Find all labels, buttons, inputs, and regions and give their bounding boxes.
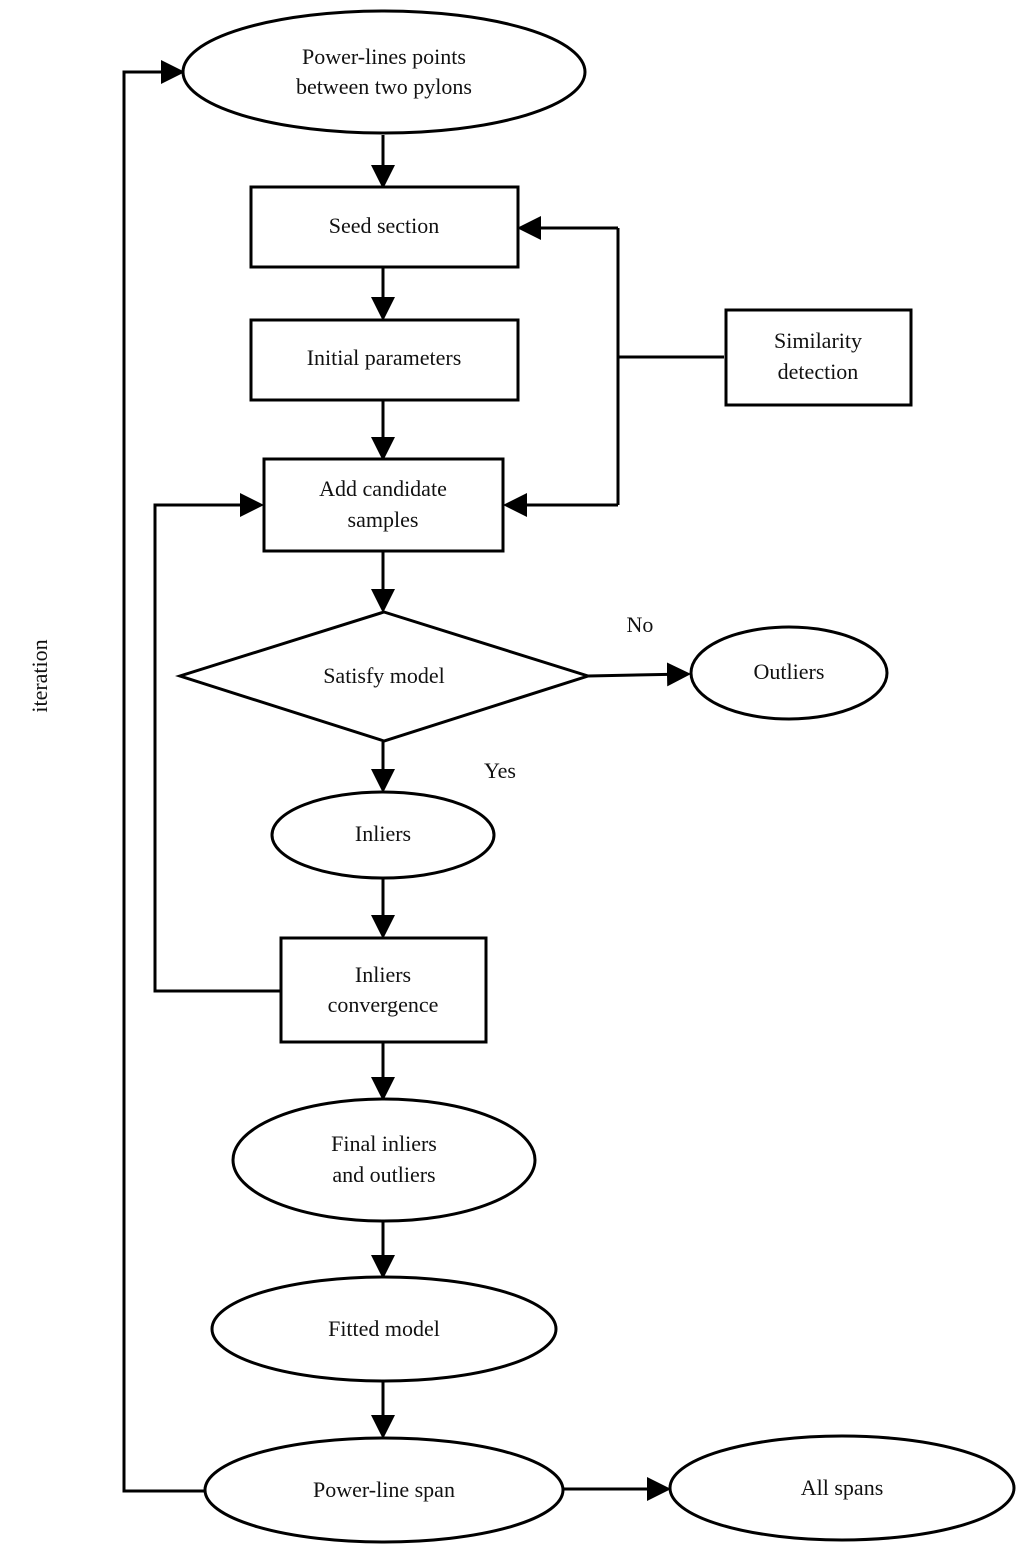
node-powerlines-points: Power-lines points between two pylons bbox=[181, 9, 587, 135]
similarity-detection-line2: detection bbox=[778, 359, 859, 384]
node-powerline-span: Power-line span bbox=[203, 1436, 565, 1544]
edge-label-no: No bbox=[627, 612, 654, 637]
add-candidate-line1: Add candidate bbox=[319, 476, 447, 501]
node-inliers: Inliers bbox=[270, 790, 496, 880]
inliers-label: Inliers bbox=[355, 821, 411, 846]
node-satisfy-model: Satisfy model bbox=[175, 610, 593, 743]
node-final-inliers-outliers: Final inliers and outliers bbox=[231, 1097, 537, 1223]
edge-label-yes: Yes bbox=[484, 758, 516, 783]
node-seed-section: Seed section bbox=[249, 185, 520, 269]
inliers-convergence-line2: convergence bbox=[328, 992, 439, 1017]
inliers-convergence-line1: Inliers bbox=[355, 962, 411, 987]
powerlines-points-line1: Power-lines points bbox=[302, 44, 466, 69]
edge-convergence-loop-to-candidate bbox=[153, 493, 281, 993]
edge-label-iteration: iteration bbox=[27, 639, 52, 712]
edge-satisfy-to-outliers bbox=[587, 662, 691, 687]
add-candidate-line2: samples bbox=[348, 507, 419, 532]
powerline-span-label: Power-line span bbox=[313, 1477, 455, 1502]
seed-section-label: Seed section bbox=[329, 213, 440, 238]
node-initial-parameters: Initial parameters bbox=[249, 318, 520, 402]
powerlines-points-line2: between two pylons bbox=[296, 74, 472, 99]
node-fitted-model: Fitted model bbox=[210, 1275, 558, 1383]
final-inliers-line1: Final inliers bbox=[331, 1131, 437, 1156]
outliers-label: Outliers bbox=[754, 659, 825, 684]
node-all-spans: All spans bbox=[668, 1434, 1016, 1542]
node-inliers-convergence: Inliers convergence bbox=[279, 936, 488, 1044]
satisfy-model-label: Satisfy model bbox=[323, 663, 445, 688]
all-spans-label: All spans bbox=[801, 1475, 884, 1500]
edges bbox=[122, 60, 724, 1501]
initial-parameters-label: Initial parameters bbox=[307, 345, 462, 370]
edge-span-iteration-loop bbox=[122, 60, 206, 1493]
node-outliers: Outliers bbox=[689, 625, 889, 721]
node-similarity-detection: Similarity detection bbox=[724, 308, 913, 407]
node-add-candidate-samples: Add candidate samples bbox=[262, 457, 505, 553]
fitted-model-label: Fitted model bbox=[328, 1316, 440, 1341]
similarity-detection-line1: Similarity bbox=[774, 328, 862, 353]
final-inliers-line2: and outliers bbox=[332, 1162, 435, 1187]
